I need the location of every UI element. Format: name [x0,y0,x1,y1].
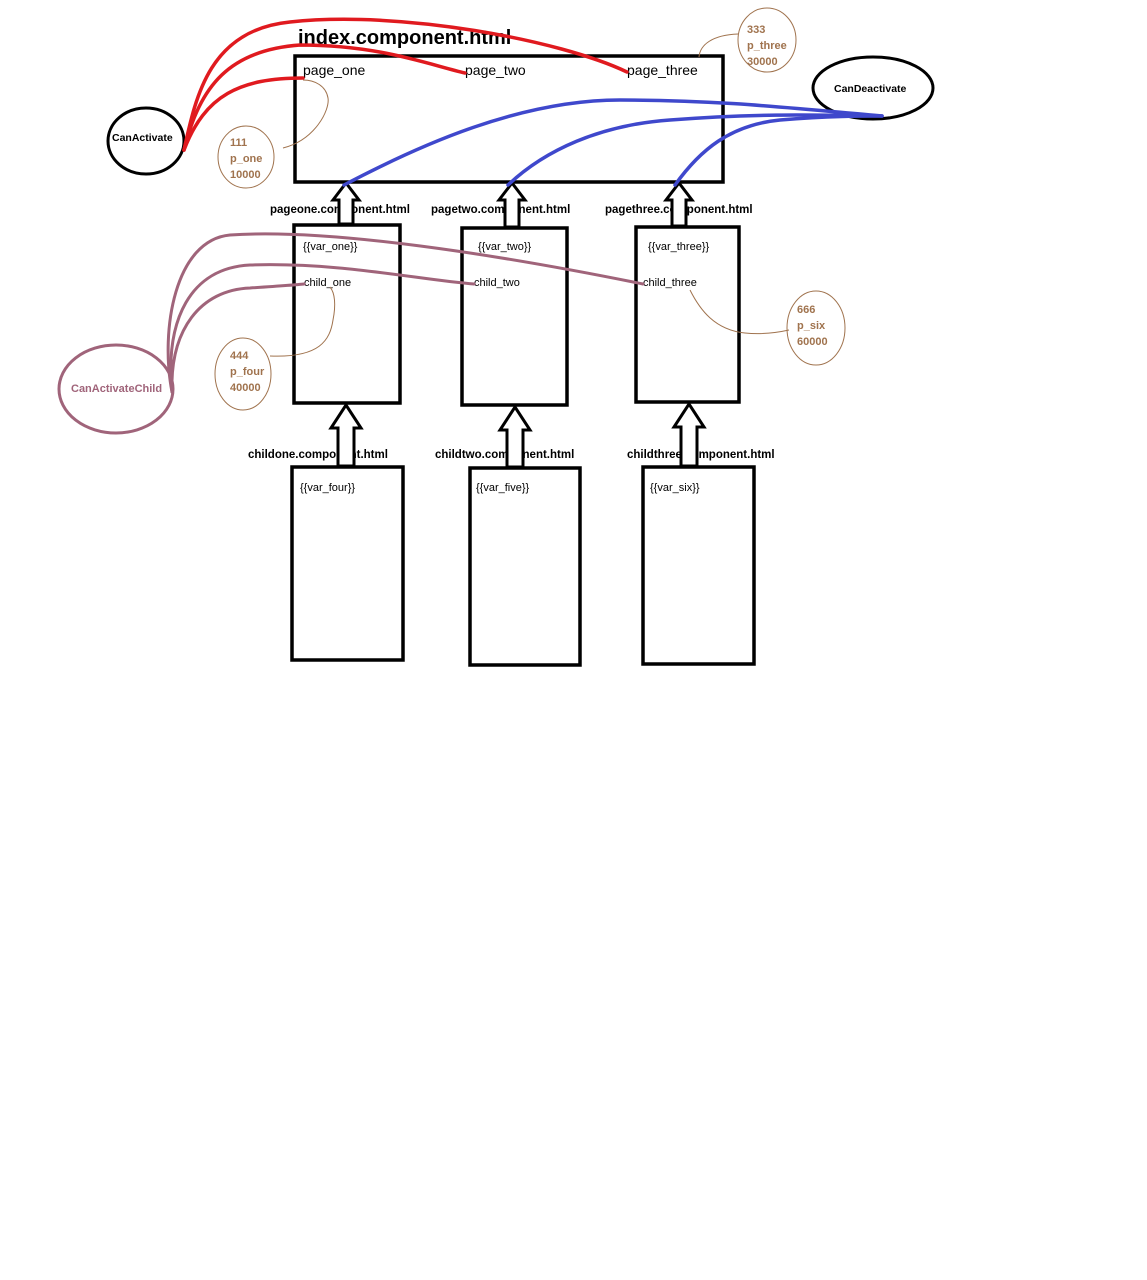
note-111-line3: 10000 [230,169,261,181]
arrow-pagetwo-to-index [495,180,529,229]
note-111-bubble [217,125,275,189]
note-666-connector [689,289,790,335]
note-444-line1: 444 [230,350,249,362]
note-666-line3: 60000 [797,336,828,348]
note-333-bubble [737,7,797,73]
link-child-one: child_one [304,277,351,289]
note-666-bubble [786,290,846,366]
note-444-line2: p_four [230,366,265,378]
note-111-line2: p_one [230,153,262,165]
arrow-pageone-to-index [329,180,363,226]
note-111-line1: 111 [230,137,247,149]
childthree-box [641,465,756,666]
note-333-line2: p_three [747,40,787,52]
pagethree-var: {{var_three}} [648,241,709,253]
red-line-page-two [182,43,467,152]
mauve-line-child-one [170,282,306,394]
link-child-two: child_two [474,277,520,289]
pagetwo-file-label: pagetwo.component.html [431,204,570,216]
index-title: index.component.html [298,27,511,49]
pagetwo-var: {{var_two}} [478,241,532,253]
blue-line-pageone [342,98,884,187]
can-deactivate-ellipse [811,55,935,121]
link-page-three: page_three [627,62,698,78]
note-444-bubble [214,337,272,411]
childone-var: {{var_four}} [300,482,355,494]
childone-box [290,465,405,662]
can-activate-label: CanActivate [112,132,173,144]
note-444-connector [269,286,336,357]
link-page-two: page_two [465,62,526,78]
blue-line-pagethree [673,114,884,187]
arrow-childone-to-pageone [328,402,364,468]
pageone-var: {{var_one}} [303,241,358,253]
childtwo-var: {{var_five}} [476,482,530,494]
note-666-line2: p_six [797,320,826,332]
childtwo-file-label: childtwo.component.html [435,449,574,461]
childtwo-box [468,466,582,667]
arrow-pagethree-to-index [662,180,696,228]
blue-line-pagetwo [506,113,884,187]
arrow-childtwo-to-pagetwo [497,404,533,469]
childone-file-label: childone.component.html [248,449,388,461]
can-activate-child-label: CanActivateChild [71,383,162,395]
can-activate-ellipse [106,106,186,176]
mauve-line-child-two [169,263,476,394]
link-page-one: page_one [303,62,366,78]
note-444-line3: 40000 [230,382,261,394]
note-111-connector [282,79,329,149]
childthree-file-label: childthree.component.html [627,449,775,461]
note-333-connector [698,33,739,58]
pagethree-box [634,225,741,404]
childthree-var: {{var_six}} [650,482,700,494]
red-line-page-one [182,76,305,152]
link-child-three: child_three [643,277,697,289]
red-line-page-three [182,17,629,152]
note-666-line1: 666 [797,304,815,316]
can-deactivate-label: CanDeactivate [834,83,907,95]
mauve-line-child-three [166,232,645,394]
note-333-line1: 333 [747,24,765,36]
arrow-childthree-to-pagethree [671,401,707,468]
note-333-line3: 30000 [747,56,778,68]
